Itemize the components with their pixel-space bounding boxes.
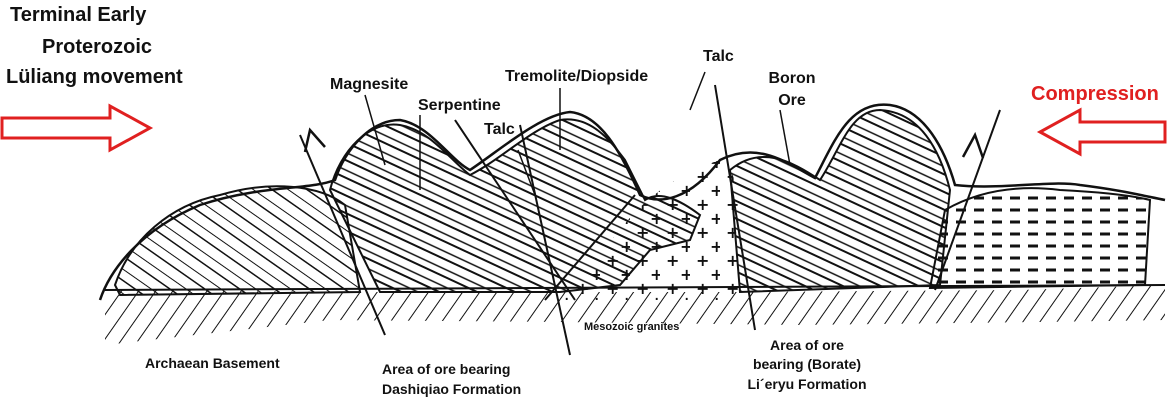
dashiqiao-label-line1: Area of ore bearing	[382, 362, 521, 377]
dashed-sediment	[930, 188, 1150, 288]
left-compression-arrow	[2, 106, 150, 150]
lieryu-label-line3: Li´eryu Formation	[722, 377, 892, 392]
title-line-1: Terminal Early	[10, 4, 146, 26]
magnesite-label: Magnesite	[330, 76, 408, 94]
boron-label-line1: Boron	[762, 70, 822, 88]
serpentine-label: Serpentine	[418, 97, 501, 115]
lieryu-label-line2: bearing (Borate)	[722, 357, 892, 372]
archaean-label: Archaean Basement	[145, 356, 280, 371]
title-line-3: Lüliang movement	[6, 66, 183, 88]
title-line-2: Proterozoic	[42, 36, 152, 58]
boron-label-line2: Ore	[762, 92, 822, 110]
tremolite-label: Tremolite/Diopside	[505, 68, 648, 86]
granite-label: Mesozoic granites	[584, 321, 679, 333]
talc-left-label: Talc	[484, 121, 515, 139]
right-compression-arrow	[1040, 110, 1165, 154]
archaean-fold-body	[115, 186, 360, 295]
lieryu-label: Area of ore bearing (Borate) Li´eryu For…	[722, 338, 892, 392]
compression-label: Compression	[1031, 83, 1159, 105]
talc-top-label: Talc	[703, 48, 734, 66]
boron-ore-label: Boron Ore	[762, 70, 822, 109]
lieryu-label-line1: Area of ore	[722, 338, 892, 353]
lieryu-fold-mass	[730, 110, 950, 292]
dashiqiao-label: Area of ore bearing Dashiqiao Formation	[382, 362, 521, 398]
dashiqiao-label-line2: Dashiqiao Formation	[382, 382, 521, 397]
